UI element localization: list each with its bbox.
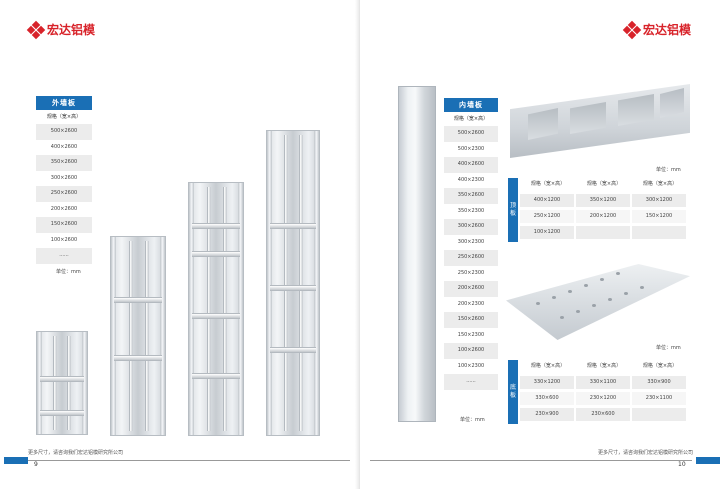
top-plate-spec-cell: 350×1200: [576, 194, 630, 207]
inner-wall-table-title: 内墙板: [444, 98, 498, 112]
inner-wall-spec-row: 350×2300: [444, 203, 498, 219]
outer-wall-spec-row: 350×2600: [36, 155, 92, 171]
inner-wall-spec-row: 150×2300: [444, 327, 498, 343]
top-plate-spec-cell: [632, 226, 686, 239]
inner-wall-spec-row: 300×2600: [444, 219, 498, 235]
bottom-plate-spec-header: 规格（宽×高）: [520, 360, 576, 373]
bottom-plate-unit: 单位：mm: [656, 345, 681, 351]
inner-wall-spec-row: 350×2600: [444, 188, 498, 204]
left-footer-note: 更多尺寸，请咨询我们宏达铝模研究所公司: [28, 450, 124, 456]
wall-panel-tall: [188, 182, 244, 436]
right-footer-rule: [370, 460, 692, 461]
outer-wall-spec-row: 150×2600: [36, 217, 92, 233]
inner-wall-spec-row: 300×2300: [444, 234, 498, 250]
inner-wall-spec-row: 400×2300: [444, 172, 498, 188]
top-plate-beam-drawing: [510, 84, 690, 158]
bottom-plate-spec-cell: 230×1200: [576, 392, 630, 405]
inner-wall-table-subtitle: 规格（宽×高）: [444, 112, 498, 126]
wall-panel-tallest: [266, 130, 320, 436]
top-plate-spec-cell: 100×1200: [520, 226, 574, 239]
inner-wall-unit: 单位：mm: [460, 417, 485, 423]
inner-wall-spec-row: 200×2600: [444, 281, 498, 297]
inner-wall-spec-row: 100×2600: [444, 343, 498, 359]
top-plate-spec-header: 规格（宽×高）: [576, 178, 632, 191]
outer-wall-spec-row: 500×2600: [36, 124, 92, 140]
brand-logo: 宏达铝模: [26, 20, 96, 40]
left-footer-rule: [28, 460, 350, 461]
inner-wall-spec-row: 400×2600: [444, 157, 498, 173]
inner-wall-spec-row: 500×2300: [444, 141, 498, 157]
brand-diamond-icon-right: [622, 20, 642, 40]
bottom-plate-spec-cell: 230×600: [576, 408, 630, 421]
inner-wall-spec-row: 100×2300: [444, 358, 498, 374]
inner-wall-panel-drawing: [398, 86, 436, 422]
outer-wall-spec-row: 400×2600: [36, 139, 92, 155]
right-page-number: 10: [678, 461, 686, 468]
inner-wall-spec-row: 500×2600: [444, 126, 498, 142]
top-plate-spec-cell: 400×1200: [520, 194, 574, 207]
bottom-plate-spec-cell: 230×900: [520, 408, 574, 421]
bottom-plate-spec-header: 规格（宽×高）: [576, 360, 632, 373]
top-plate-unit: 单位：mm: [656, 167, 681, 173]
bottom-plate-spec-cell: 230×1100: [632, 392, 686, 405]
bottom-plate-spec-cell: 330×1200: [520, 376, 574, 389]
top-plate-side-label: 顶板: [508, 178, 518, 242]
top-plate-spec-cell: [576, 226, 630, 239]
outer-wall-unit: 单位：mm: [56, 269, 81, 275]
inner-wall-spec-row: 250×2600: [444, 250, 498, 266]
bottom-plate-side-label: 底板: [508, 360, 518, 424]
left-page-number: 9: [34, 461, 38, 468]
bottom-plate-spec-cell: 330×900: [632, 376, 686, 389]
brand-logo-right: 宏达铝模: [622, 20, 692, 40]
outer-wall-spec-row: 300×2600: [36, 170, 92, 186]
bottom-plate-drawing: [506, 264, 690, 340]
bottom-plate-spec-header: 规格（宽×高）: [632, 360, 688, 373]
bottom-plate-spec-cell: [632, 408, 686, 421]
brand-name-right: 宏达铝模: [643, 23, 692, 37]
inner-wall-spec-row: 200×2300: [444, 296, 498, 312]
outer-wall-table-subtitle: 规格（宽×高）: [36, 110, 92, 124]
inner-wall-spec-row: ......: [444, 374, 498, 390]
top-plate-spec-header: 规格（宽×高）: [520, 178, 576, 191]
wall-panel-short: [36, 331, 88, 435]
right-footer-note: 更多尺寸，请咨询我们宏达铝模研究所公司: [598, 450, 694, 456]
wall-panel-medium: [110, 236, 166, 436]
left-footer-tab: [4, 457, 28, 464]
top-plate-spec-cell: 300×1200: [632, 194, 686, 207]
top-plate-spec-cell: 200×1200: [576, 210, 630, 223]
bottom-plate-spec-cell: 330×1100: [576, 376, 630, 389]
outer-wall-spec-row: 250×2600: [36, 186, 92, 202]
brand-name: 宏达铝模: [47, 23, 96, 37]
bottom-plate-spec-cell: 330×600: [520, 392, 574, 405]
right-footer-tab: [696, 457, 720, 464]
top-plate-spec-cell: 150×1200: [632, 210, 686, 223]
outer-wall-spec-row: 200×2600: [36, 201, 92, 217]
top-plate-spec-cell: 250×1200: [520, 210, 574, 223]
top-plate-spec-header: 规格（宽×高）: [632, 178, 688, 191]
outer-wall-spec-row: 100×2600: [36, 232, 92, 248]
outer-wall-spec-row: ......: [36, 248, 92, 264]
brand-diamond-icon: [26, 20, 46, 40]
inner-wall-spec-row: 150×2600: [444, 312, 498, 328]
inner-wall-spec-row: 250×2300: [444, 265, 498, 281]
outer-wall-table-title: 外墙板: [36, 96, 92, 110]
